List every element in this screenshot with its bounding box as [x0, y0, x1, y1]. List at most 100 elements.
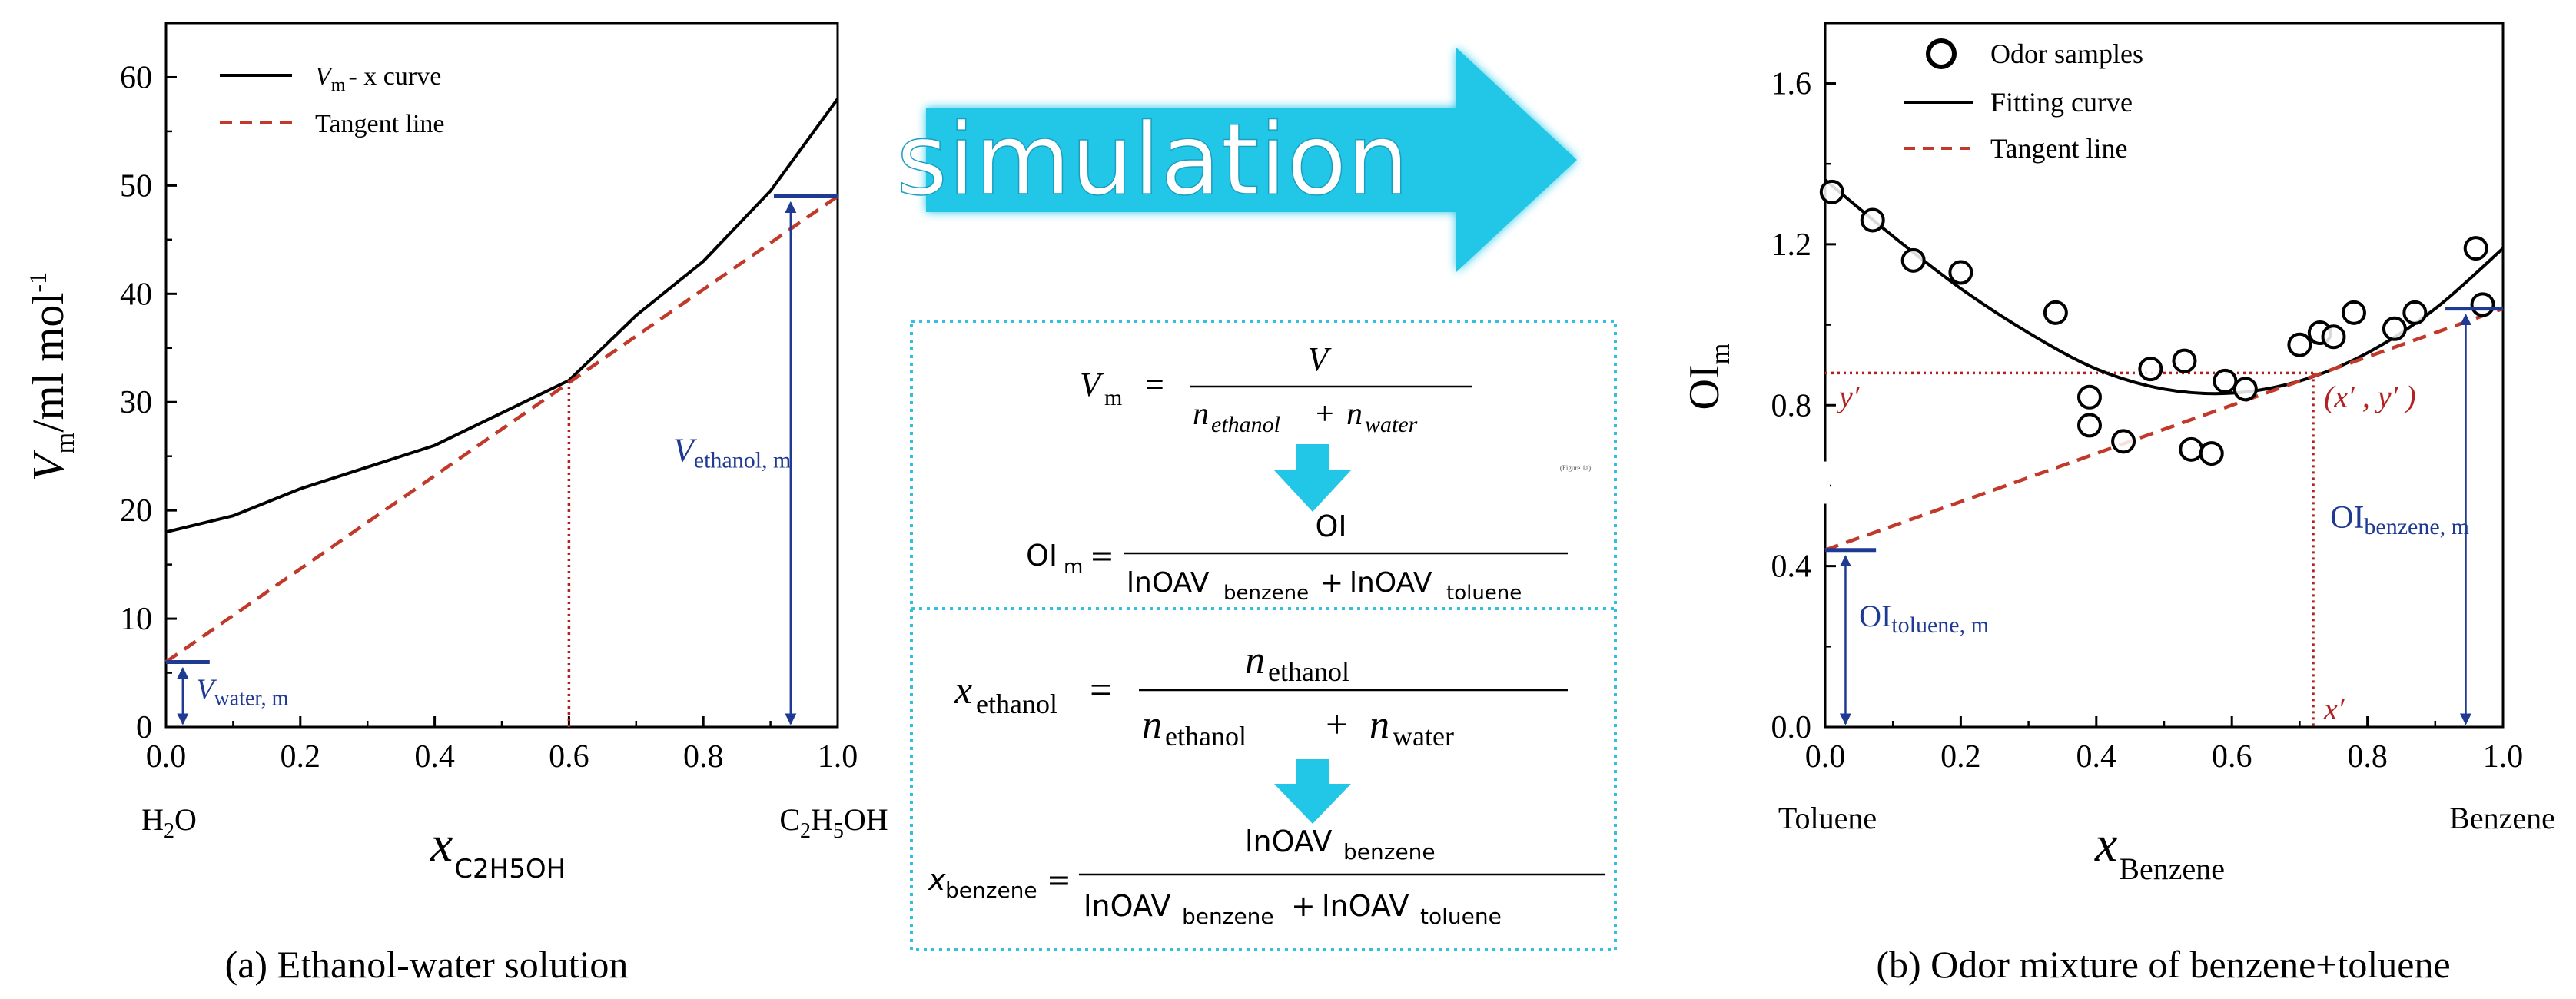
- odor-sample-point: [2341, 300, 2366, 325]
- y-tick-label: 30: [120, 385, 152, 420]
- svg-text:=: =: [1090, 539, 1114, 573]
- annot-water-sub: water, m: [214, 686, 289, 710]
- svg-text:toluene: toluene: [1420, 904, 1502, 929]
- panel-a-caption: (a) Ethanol-water solution: [225, 943, 629, 986]
- odor-sample-point: [2402, 300, 2428, 325]
- odor-sample-point: [2043, 300, 2068, 325]
- y-tick-label: 1.2: [1771, 227, 1812, 263]
- odor-sample-point: [2470, 292, 2495, 317]
- equation-x-benzene: x benzene = lnOAV benzene lnOAV benzene …: [928, 825, 1605, 929]
- svg-text:V: V: [1308, 340, 1333, 378]
- svg-text:lnOAV: lnOAV: [1084, 889, 1170, 923]
- x-tick-label: 0.6: [2212, 739, 2252, 775]
- panel-b-left-label: Toluene: [1778, 801, 1877, 835]
- odor-sample-point: [2179, 436, 2204, 462]
- odor-sample-point: [2232, 377, 2258, 402]
- panel-a-frame: [164, 22, 839, 729]
- tangent-line-a: [164, 194, 839, 664]
- annot-ethanol: Vethanol, m: [673, 432, 792, 473]
- equation-x-ethanol: x ethanol = n ethanol n ethanol + n wate…: [954, 639, 1568, 752]
- svg-text:V: V: [1080, 366, 1104, 403]
- x-tick-label: 0.8: [683, 739, 724, 775]
- svg-text:+: +: [1320, 567, 1343, 599]
- x-tick-label: 0.0: [1805, 739, 1846, 775]
- legend-samples: Odor samples: [1990, 38, 2143, 69]
- x-tick-label: 0.0: [146, 739, 187, 775]
- x-tick-label: 0.4: [414, 739, 455, 775]
- simulation-arrow: [926, 48, 1577, 272]
- y-tick-label: 10: [120, 602, 152, 637]
- down-arrow-2: [1274, 759, 1351, 824]
- x-tick-label: 0.4: [2076, 739, 2117, 775]
- odor-sample-point: [2287, 332, 2312, 357]
- odor-sample-point: [2382, 316, 2407, 341]
- annot-ethanol-main: V: [673, 432, 698, 470]
- middle-simulation: simulation V m = V n ethanol + n water (…: [896, 48, 1617, 951]
- odor-sample-point: [2172, 348, 2197, 373]
- x-tick-label: 0.8: [2347, 739, 2388, 775]
- vm-x-curve: [165, 98, 839, 534]
- svg-text:lnOAV: lnOAV: [1245, 825, 1332, 858]
- x-tick-label: 1.0: [2483, 739, 2524, 775]
- y-axis-break: [1821, 461, 1830, 504]
- svg-text:water: water: [1365, 412, 1418, 437]
- legend-curve-rest: - x curve: [348, 62, 441, 91]
- svg-text:+: +: [1326, 703, 1348, 747]
- x-tick-label: 0.2: [1940, 739, 1981, 775]
- svg-text:+: +: [1291, 889, 1316, 923]
- y-tick-label: 60: [120, 60, 152, 95]
- panel-b-xlabel: xBenzene: [2094, 816, 2225, 886]
- panel-a-ylabel: Vm/ml mol-1: [23, 272, 80, 481]
- svg-text:(Figure 1a): (Figure 1a): [1560, 464, 1591, 472]
- panel-a-left-label: H2O: [141, 802, 197, 843]
- svg-text:m: m: [1064, 556, 1083, 579]
- svg-text:ethanol: ethanol: [1211, 412, 1280, 437]
- panel-b-right-label: Benzene: [2449, 801, 2555, 835]
- odor-sample-point: [2076, 413, 2102, 438]
- odor-sample-point: [2463, 236, 2488, 261]
- panel-a-series: [164, 98, 839, 664]
- svg-text:n: n: [1346, 397, 1363, 432]
- down-arrow-1: [1274, 444, 1351, 512]
- annot-water-main: V: [196, 673, 217, 705]
- svg-text:=: =: [1047, 863, 1071, 897]
- svg-text:ethanol: ethanol: [1165, 721, 1247, 752]
- svg-text:lnOAV: lnOAV: [1322, 889, 1409, 923]
- y-tick-label: 50: [120, 168, 152, 204]
- y-tick-label: 0.4: [1771, 549, 1812, 585]
- odor-sample-point: [2111, 429, 2136, 454]
- svg-text:ethanol: ethanol: [976, 689, 1057, 719]
- tangent-line-b: [1824, 307, 2504, 552]
- annot-benzene-main: OI: [2330, 500, 2364, 536]
- annot-toluene-sub: toluene, m: [1891, 612, 1989, 638]
- svg-text:ethanol: ethanol: [1268, 656, 1349, 687]
- odor-sample-point: [2321, 324, 2346, 350]
- panel-b-ylabel: OIm: [1681, 343, 1735, 410]
- svg-text:lnOAV: lnOAV: [1127, 567, 1210, 599]
- odor-sample-point: [2213, 368, 2238, 393]
- svg-text:x: x: [954, 669, 972, 712]
- legend-fit: Fitting curve: [1990, 87, 2133, 118]
- panel-b-guides: [1825, 371, 2315, 727]
- legend-curve-sub: m: [331, 75, 346, 95]
- svg-text:benzene: benzene: [945, 878, 1037, 903]
- fitting-curve: [1824, 178, 2505, 396]
- annot-yprime: y′: [1836, 379, 1861, 413]
- y-tick-label: 0.0: [1771, 710, 1812, 745]
- y-tick-label: 20: [120, 493, 152, 529]
- svg-text:=: =: [1090, 669, 1112, 712]
- annot-toluene-main: OI: [1859, 599, 1891, 633]
- odor-sample-point: [1900, 247, 1926, 273]
- annot-ethanol-sub: ethanol, m: [694, 448, 792, 473]
- equation-vm: V m = V n ethanol + n water (Figure 1a): [1080, 340, 1591, 472]
- odor-sample-point: [1860, 207, 1885, 233]
- svg-text:benzene: benzene: [1182, 904, 1274, 929]
- svg-text:OI: OI: [1315, 509, 1346, 543]
- odor-sample-point: [1948, 260, 1973, 285]
